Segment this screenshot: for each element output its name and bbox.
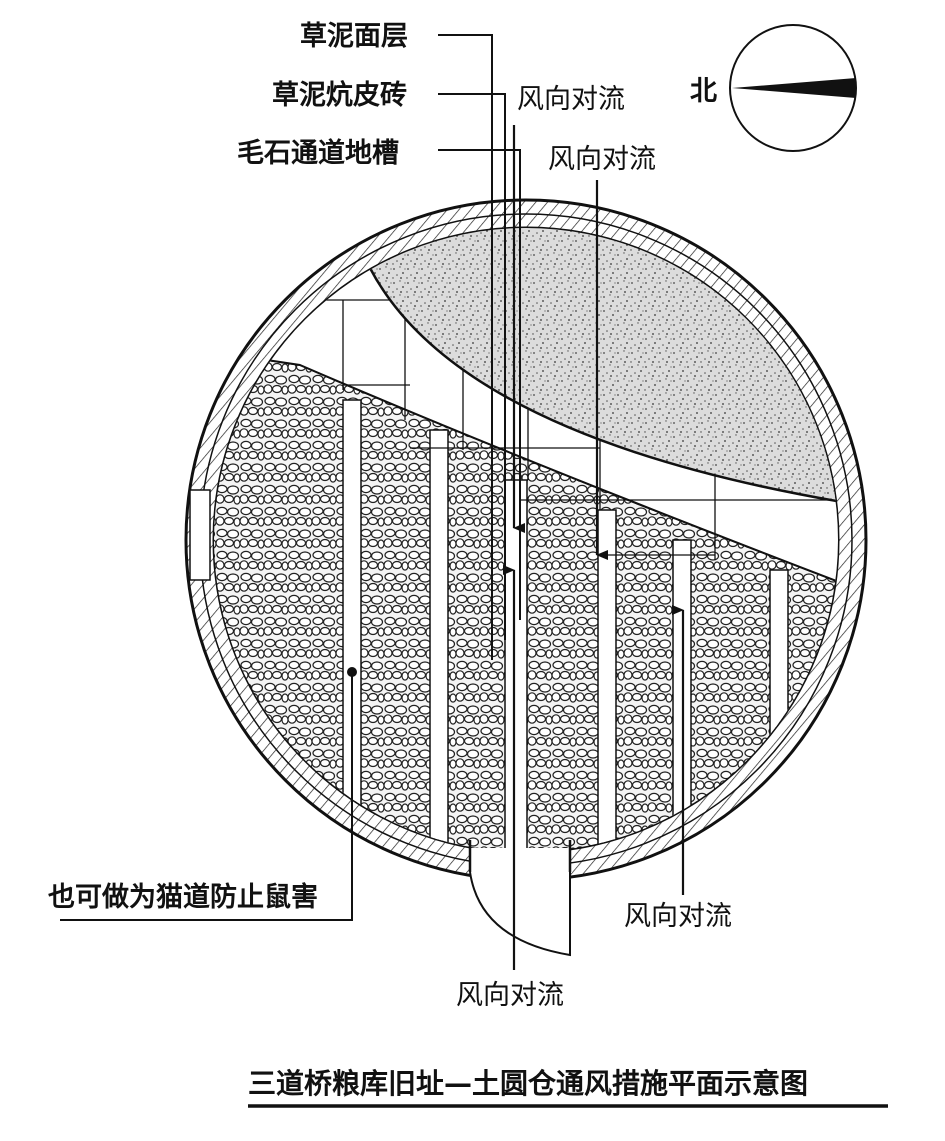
- granary-door: [468, 840, 572, 957]
- label-airflow-2: 风向对流: [548, 144, 656, 175]
- label-kang-brick: 草泥炕皮砖: [272, 79, 407, 111]
- diagram-title: 三道桥粮库旧址—土圆仓通风措施平面示意图: [248, 1067, 808, 1100]
- north-label: 北: [690, 76, 717, 107]
- label-airflow-4: 风向对流: [624, 901, 732, 932]
- label-cat-passage: 也可做为猫道防止鼠害: [48, 881, 318, 913]
- airflow-arrows: [503, 125, 685, 970]
- side-vent: [189, 489, 211, 581]
- north-compass: 北: [690, 24, 857, 152]
- label-rubble-channel: 毛石通道地槽: [237, 137, 399, 169]
- leader-lines: [60, 34, 521, 921]
- label-surface-layer: 草泥面层: [300, 21, 408, 52]
- label-airflow-3: 风向对流: [456, 980, 564, 1011]
- label-airflow-1: 风向对流: [517, 84, 625, 115]
- north-arrow-icon: [732, 78, 856, 98]
